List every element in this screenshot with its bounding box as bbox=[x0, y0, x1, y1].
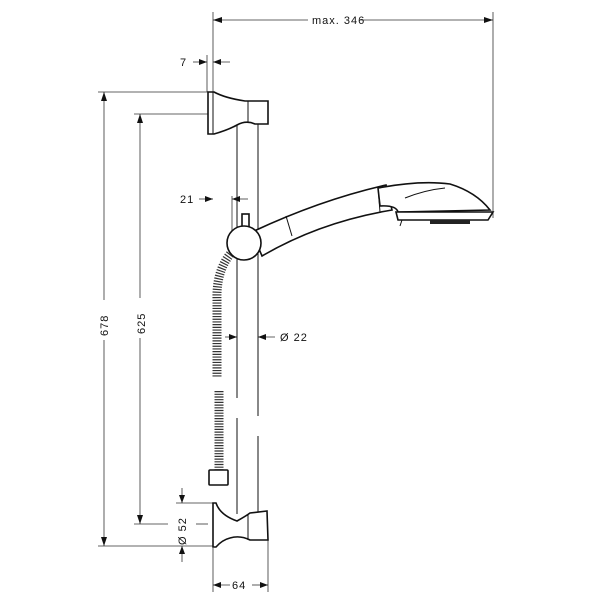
dim-label-bracket-depth: 64 bbox=[232, 580, 246, 592]
dimension-total-height: 678 bbox=[98, 91, 213, 547]
dim-label-slider-offset: 21 bbox=[180, 194, 194, 206]
dimension-max-width: max. 346 bbox=[212, 12, 494, 218]
slide-rail-rod bbox=[236, 122, 259, 514]
dim-label-bracket-diameter: Ø 52 bbox=[177, 517, 189, 545]
dimension-slider-offset: 21 bbox=[180, 194, 248, 240]
dim-label-wall-offset: 7 bbox=[180, 57, 187, 69]
dimension-bracket-spacing: 625 bbox=[134, 113, 212, 525]
dim-label-total-height: 678 bbox=[99, 315, 111, 336]
dimension-wall-offset: 7 bbox=[180, 55, 230, 92]
dim-label-max-width: max. 346 bbox=[312, 15, 365, 27]
top-wall-bracket bbox=[207, 91, 269, 135]
dimension-bracket-depth: 64 bbox=[212, 540, 269, 592]
dim-label-bracket-spacing: 625 bbox=[136, 313, 148, 334]
hand-shower-head bbox=[377, 181, 495, 227]
dimension-rod-diameter: Ø 22 bbox=[225, 332, 308, 344]
slider-holder bbox=[226, 184, 393, 261]
dim-label-rod-diameter: Ø 22 bbox=[280, 332, 308, 344]
dimension-bracket-diameter: Ø 52 bbox=[176, 488, 214, 562]
shower-hose bbox=[208, 249, 236, 486]
bottom-wall-bracket bbox=[212, 502, 269, 548]
